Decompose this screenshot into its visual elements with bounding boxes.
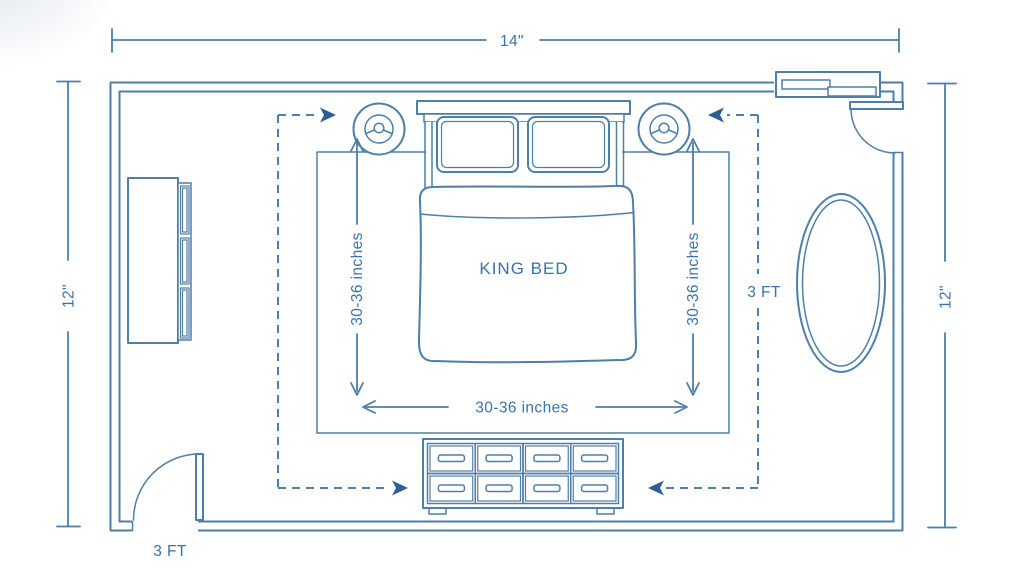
walkway-clearance-label: 3 FT bbox=[747, 284, 781, 301]
nightstand-lamp-right bbox=[637, 102, 691, 156]
arrow-right-icon bbox=[320, 107, 336, 123]
dimension-right: 12" bbox=[927, 82, 957, 529]
left-door-opening bbox=[132, 517, 198, 534]
pillow-right bbox=[527, 116, 610, 173]
room-height-label-left: 12" bbox=[61, 284, 78, 308]
oval-rug bbox=[796, 193, 886, 373]
clearance-right-label: 30-36 inches bbox=[685, 232, 702, 326]
pillow-left bbox=[436, 116, 519, 173]
clearance-dimension-right: 30-36 inches bbox=[685, 138, 702, 396]
room-width-label: 14" bbox=[500, 33, 524, 50]
lamp-spokes bbox=[365, 129, 393, 135]
right-door-opening bbox=[890, 107, 905, 152]
oval-inner bbox=[801, 199, 881, 367]
king-bed: KING BED bbox=[416, 100, 638, 364]
arrow-left-icon bbox=[708, 107, 724, 123]
clearance-bottom-label: 30-36 inches bbox=[475, 400, 569, 417]
door-bottom-left bbox=[132, 453, 204, 521]
lamp-hub bbox=[658, 122, 670, 134]
window-pane-left bbox=[781, 79, 831, 90]
walkway-path: 3 FT bbox=[277, 107, 781, 496]
door-top-right bbox=[849, 101, 904, 154]
cabinet-panel-inner bbox=[181, 239, 188, 283]
dimension-top: 14" bbox=[111, 28, 900, 53]
pillow-left-inner bbox=[440, 120, 515, 169]
arrow-up-icon bbox=[350, 138, 364, 152]
arrow-up-icon bbox=[686, 138, 700, 152]
arrow-down-icon bbox=[686, 382, 700, 396]
lamp-spokes bbox=[650, 129, 678, 135]
bed-side-rails bbox=[424, 121, 625, 193]
clearance-dimension-bottom: 30-36 inches bbox=[362, 400, 688, 417]
dimension-left: 12" bbox=[56, 80, 81, 528]
clearance-dimension-left: 30-36 inches bbox=[349, 138, 366, 396]
nightstand-lamp-left bbox=[352, 102, 406, 156]
oval-outer bbox=[796, 193, 886, 373]
arrow-right-icon bbox=[392, 480, 408, 496]
arrow-left-icon bbox=[362, 400, 376, 414]
dresser-drawer bbox=[570, 472, 620, 505]
cabinet-panel bbox=[179, 185, 190, 235]
lamp-hub bbox=[373, 122, 385, 134]
cabinet-body bbox=[127, 177, 179, 344]
arrow-right-icon bbox=[674, 400, 688, 414]
door-leaf bbox=[195, 453, 204, 521]
room-height-label-right: 12" bbox=[938, 285, 955, 309]
pillow-right-inner bbox=[531, 120, 606, 169]
wall-outer bbox=[109, 81, 904, 532]
window-pane-right bbox=[827, 86, 877, 97]
cabinet-door-strip bbox=[177, 182, 192, 341]
window bbox=[775, 71, 881, 98]
cabinet-panel bbox=[179, 237, 190, 285]
door-leaf bbox=[849, 101, 904, 110]
cabinet-panel-inner bbox=[181, 187, 188, 233]
headboard bbox=[416, 100, 631, 115]
dresser-body bbox=[422, 438, 624, 509]
door-swing-arc bbox=[850, 108, 896, 154]
lamp-inner bbox=[649, 114, 679, 144]
cabinet-panel-inner bbox=[181, 289, 188, 337]
dimension-ticks bbox=[927, 82, 957, 529]
wall-inner bbox=[118, 90, 895, 523]
cabinet-panel bbox=[179, 287, 190, 339]
door-swing-arc bbox=[132, 453, 201, 521]
dresser bbox=[422, 438, 624, 515]
lamp-inner bbox=[364, 114, 394, 144]
cabinet bbox=[127, 177, 192, 344]
arrow-left-icon bbox=[648, 480, 664, 496]
door-clearance-label: 3 FT bbox=[153, 543, 187, 560]
clearance-left-label: 30-36 inches bbox=[349, 232, 366, 326]
duvet-fold-line bbox=[419, 211, 635, 219]
duvet bbox=[417, 184, 638, 364]
bed-label: KING BED bbox=[479, 259, 568, 278]
arrow-down-icon bbox=[350, 382, 364, 396]
